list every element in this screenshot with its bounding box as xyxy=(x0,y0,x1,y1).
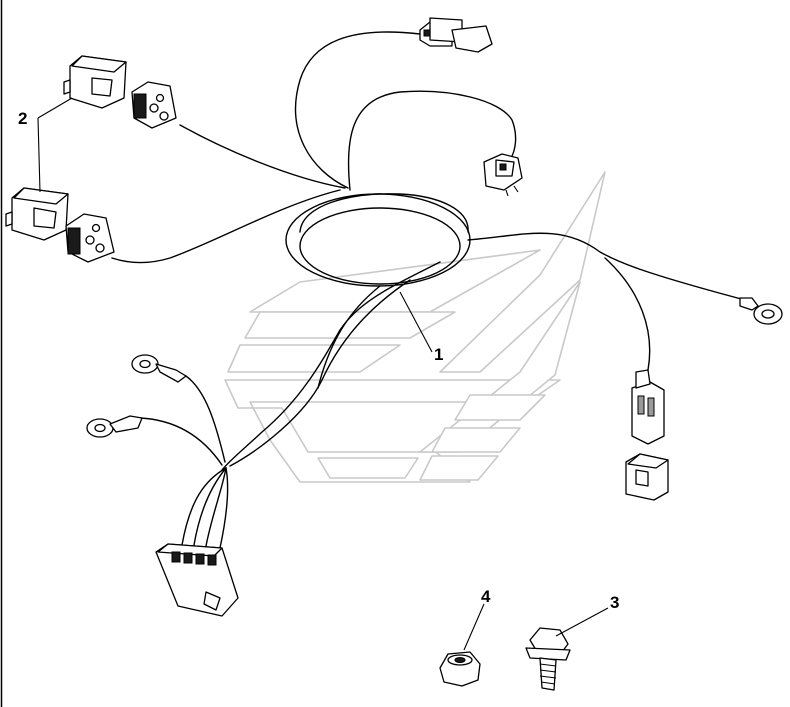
callout-leaders xyxy=(37,97,609,651)
callout-3: 3 xyxy=(610,593,619,612)
connector-right-mate xyxy=(625,453,669,501)
leader-2a xyxy=(37,97,73,119)
connector-4pin xyxy=(155,543,239,617)
ring-terminal-right xyxy=(739,297,783,325)
connector-right xyxy=(631,369,665,445)
branch-down-3 xyxy=(317,285,381,389)
relay-socket-upper xyxy=(131,81,177,129)
relay-upper xyxy=(63,55,127,109)
ring-terminal-left-2 xyxy=(86,415,143,438)
callout-1: 1 xyxy=(434,345,443,364)
fan-wire-1 xyxy=(181,467,227,546)
wire-harness xyxy=(111,31,746,549)
leader-2b xyxy=(37,117,41,193)
branch-top xyxy=(295,31,421,189)
fan-wire-2 xyxy=(193,467,227,546)
branch-lower-left xyxy=(111,189,341,264)
lead-ring-1 xyxy=(185,375,226,463)
branch-right-ring xyxy=(467,232,746,301)
hex-nut xyxy=(439,651,481,687)
leader-3 xyxy=(555,607,609,637)
leader-1 xyxy=(399,291,433,353)
branch-upper-right xyxy=(347,90,517,191)
connector-upper-right xyxy=(483,153,523,197)
connector-top xyxy=(419,17,493,53)
watermark-logo xyxy=(224,171,606,483)
branch-right-connector xyxy=(604,257,651,371)
lead-ring-2 xyxy=(139,417,223,466)
branch-upper-left xyxy=(179,124,346,189)
fan-wire-4 xyxy=(219,467,229,549)
harness-coil-inner xyxy=(299,207,461,285)
flange-bolt xyxy=(525,627,571,691)
harness-coil-top xyxy=(299,193,469,233)
relay-lower xyxy=(5,187,69,241)
leader-4 xyxy=(463,603,485,651)
callout-2: 2 xyxy=(18,109,27,128)
callout-4: 4 xyxy=(481,587,491,606)
branch-down-1 xyxy=(221,261,441,471)
branch-down-2 xyxy=(229,279,411,467)
relay-socket-lower xyxy=(65,213,115,263)
ring-terminal-left-1 xyxy=(131,354,187,383)
fan-wire-3 xyxy=(205,467,227,547)
